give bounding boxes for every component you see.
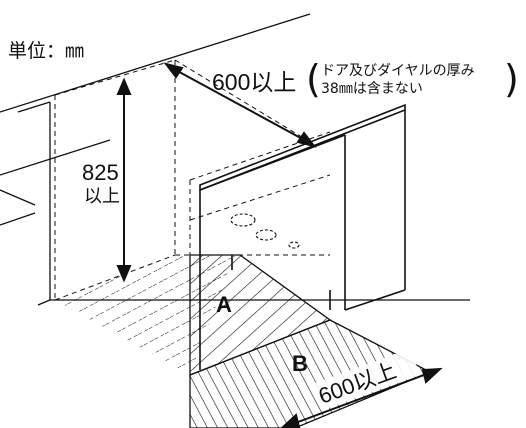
height-dimension-label: 825 以上: [82, 160, 120, 207]
area-a-label: A: [216, 292, 232, 317]
depth-note-line1: ドア及びダイヤルの厚み: [321, 63, 475, 79]
depth-note-close-paren: ): [504, 57, 519, 101]
depth-dimension-label: 600以上 ( ドア及びダイヤルの厚み 38㎜は含まない ): [212, 57, 519, 101]
unit-label: 単位：㎜: [8, 40, 84, 62]
area-b-hatch: [189, 319, 432, 428]
area-b-label: B: [292, 351, 308, 376]
depth-note-open-paren: (: [306, 57, 321, 101]
height-value: 825: [82, 160, 119, 185]
height-dimension-arrow: [116, 77, 132, 283]
depth-dimension-arrow: [163, 62, 317, 148]
front-dimension-arrow: [280, 367, 443, 428]
depth-value: 600以上: [212, 69, 296, 95]
dishwasher-unit: [199, 103, 406, 370]
dial-icons: [230, 213, 300, 249]
height-suffix: 以上: [84, 186, 120, 207]
depth-note-line2: 38㎜は含まない: [321, 81, 423, 97]
